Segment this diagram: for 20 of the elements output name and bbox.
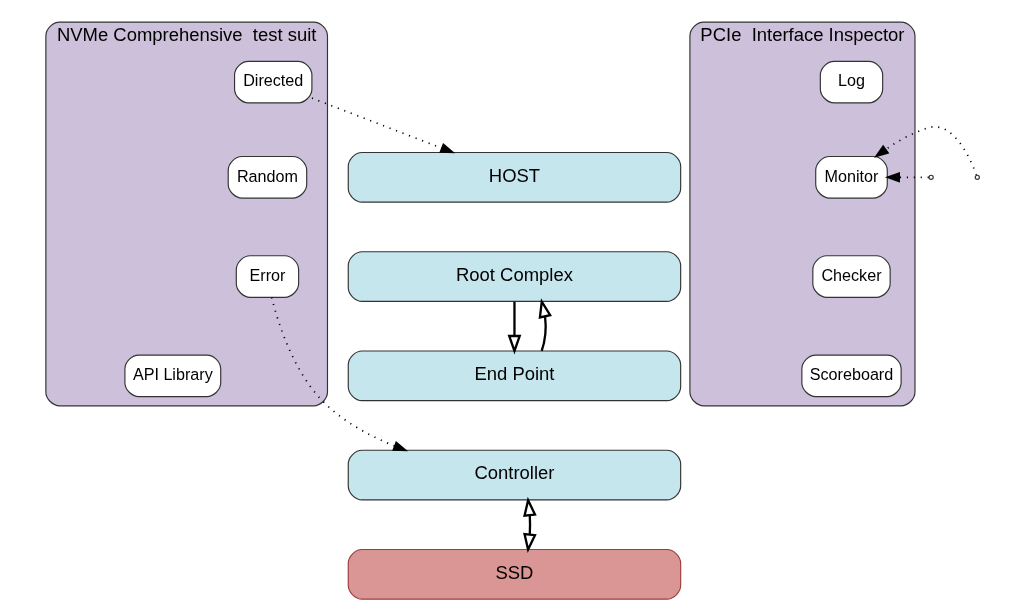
node-box: API Library: [124, 354, 222, 398]
arrow: [874, 125, 978, 176]
arrow: [523, 496, 537, 553]
node-box: HOST: [347, 151, 682, 203]
node-box: Random: [227, 155, 308, 199]
node-box: Root Complex: [347, 251, 682, 302]
node-box: End Point: [347, 350, 682, 402]
arrow: [311, 97, 456, 154]
node-box: Controller: [347, 449, 682, 501]
node-box: Directed: [234, 60, 313, 104]
node-box: Checker: [812, 255, 891, 298]
arrow: [270, 296, 409, 452]
node-box: Monitor: [815, 155, 888, 199]
node-box: Error: [235, 255, 300, 298]
node-box: SSD: [347, 548, 682, 600]
arrow: [884, 172, 930, 183]
arrow: [538, 298, 552, 352]
node-box: Log: [819, 60, 884, 104]
arrow: [507, 301, 522, 355]
node-box: Scoreboard: [801, 354, 902, 398]
